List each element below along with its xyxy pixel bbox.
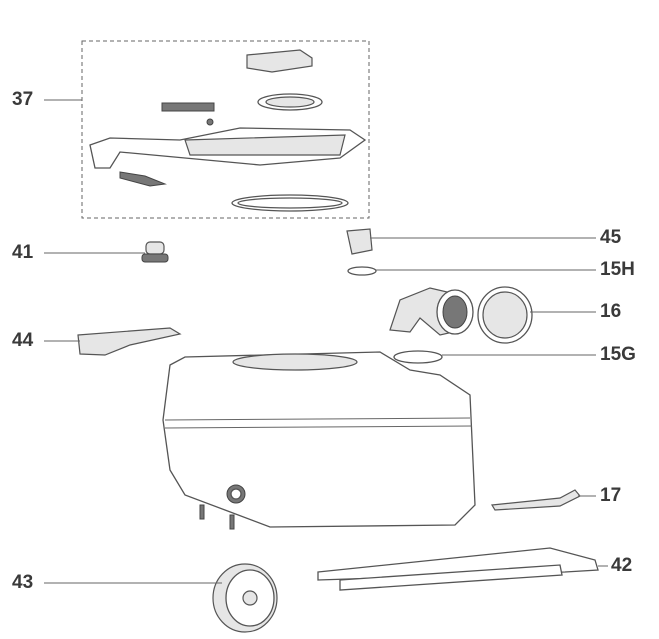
assembly-37-box xyxy=(81,40,370,219)
label-15g: 15G xyxy=(600,344,636,365)
label-45: 45 xyxy=(600,227,622,248)
part-42 xyxy=(317,547,599,591)
part-44 xyxy=(77,327,182,356)
leader-lines xyxy=(44,99,608,584)
part-43 xyxy=(212,563,278,633)
part-45 xyxy=(346,228,377,276)
label-41: 41 xyxy=(12,242,34,263)
label-15h: 15H xyxy=(600,259,635,280)
label-37: 37 xyxy=(12,89,34,110)
part-15g xyxy=(393,350,443,364)
main-tank xyxy=(162,351,476,530)
label-44: 44 xyxy=(12,330,34,351)
part-16 xyxy=(389,286,533,344)
label-43: 43 xyxy=(12,572,34,593)
part-17 xyxy=(491,489,581,511)
label-42: 42 xyxy=(611,555,633,576)
part-41 xyxy=(141,241,169,263)
label-17: 17 xyxy=(600,485,622,506)
assembly-37-parts xyxy=(89,49,367,212)
label-16: 16 xyxy=(600,301,622,322)
